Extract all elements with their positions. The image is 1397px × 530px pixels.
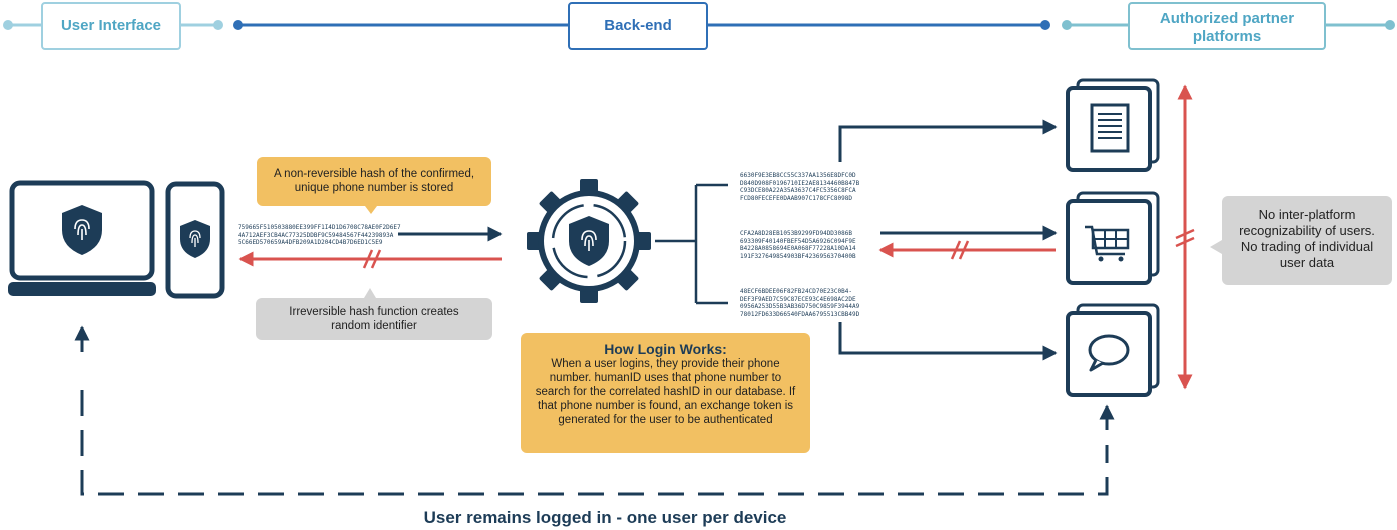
footer-caption: User remains logged in - one user per de…: [423, 508, 787, 527]
header-timeline: [3, 20, 1395, 30]
how-login-works-note: How Login Works: When a user logins, the…: [521, 333, 810, 453]
blocked-return-mark: [362, 249, 382, 269]
how-login-body: When a user logins, they provide their p…: [535, 358, 796, 426]
shield-fingerprint-icon: [569, 216, 609, 266]
session-loop: [74, 325, 1115, 496]
gear-icon: [527, 179, 651, 303]
hash-bracket: [655, 183, 728, 305]
arrow-to-chat: [838, 322, 1058, 361]
blocked-partner-mark: [950, 240, 970, 260]
backend-header: Back-end: [568, 2, 708, 50]
arrow-to-document: [838, 119, 1058, 162]
input-hash-text: 759665F510503880EE399FF1I4D1D6708C78AE0F…: [238, 224, 401, 246]
document-icon: [1066, 78, 1160, 172]
partner-header-line1: Authorized partner: [1159, 10, 1295, 27]
cart-icon: [1066, 191, 1160, 285]
output-hash-bottom: 48ECF6BDEE06F82FB24CD70E23C0B4- DEF3F9AE…: [740, 288, 860, 318]
no-recognizability-note: No inter-platform recognizability of use…: [1222, 196, 1392, 285]
irreversible-hash-note: Irreversible hash function creates rando…: [256, 298, 492, 340]
hash-stored-note: A non-reversible hash of the confirmed, …: [257, 157, 491, 206]
user-interface-header: User Interface: [41, 2, 181, 50]
how-login-title: How Login Works:: [604, 341, 727, 357]
chat-bubble-icon: [1066, 303, 1160, 397]
output-hash-top: 6630F9E3EB8CC55C337AA1356E8DFC0D D840D90…: [740, 172, 860, 202]
blocked-vertical-mark: [1175, 228, 1195, 248]
output-hash-mid: CFA2A8D28EB1053B9299FD94DD3086B 693309F4…: [740, 230, 856, 260]
irreversible-line2: random identifier: [331, 320, 417, 332]
hash-stored-line2: unique phone number is stored: [294, 182, 454, 194]
irreversible-line1: Irreversible hash function creates: [289, 306, 459, 318]
partner-header-line2: platforms: [1192, 28, 1262, 45]
phone-icon: [165, 181, 225, 299]
laptop-icon: [8, 180, 156, 296]
hash-stored-line1: A non-reversible hash of the confirmed,: [273, 168, 475, 180]
partner-platforms-header: Authorized partner platforms: [1128, 2, 1326, 50]
